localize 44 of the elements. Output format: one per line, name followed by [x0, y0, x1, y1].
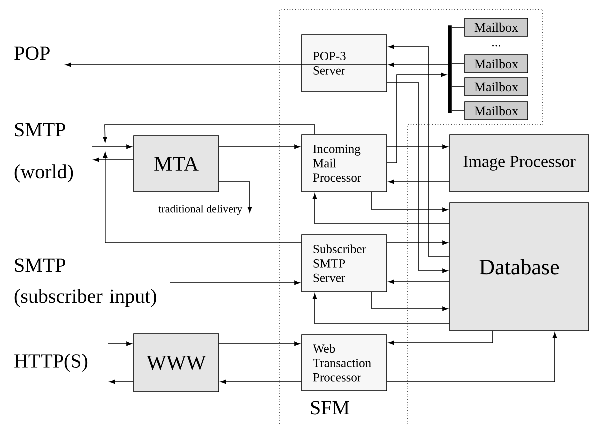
arrow — [312, 194, 450, 224]
arrow — [387, 72, 447, 164]
process-box: Web Transaction Processor — [302, 334, 388, 392]
database-box: Database — [450, 202, 590, 332]
arrow — [387, 240, 448, 246]
protocol-label: SMTP (world) — [14, 123, 74, 183]
arrow — [219, 144, 300, 150]
arrow — [387, 332, 558, 382]
arrow — [92, 144, 132, 150]
arrow — [372, 192, 448, 212]
arrow — [94, 158, 134, 162]
mailbox-box: Mailbox — [464, 54, 528, 74]
arrow — [110, 380, 134, 384]
arrow — [388, 180, 450, 184]
mailbox-box: Mailbox — [464, 78, 528, 96]
arrow — [387, 82, 448, 274]
arrow — [387, 144, 448, 150]
arrow — [220, 380, 302, 384]
protocol-label: POP — [14, 46, 50, 60]
arrow — [103, 152, 302, 244]
arrow — [66, 62, 388, 68]
arrow — [388, 62, 448, 68]
server-box: POP-3 Server — [302, 34, 388, 92]
arrow — [388, 44, 450, 258]
arrow — [219, 342, 300, 346]
protocol-label: SMTP (subscriber input) — [14, 258, 156, 308]
mailbox-box: Mailbox — [464, 18, 528, 37]
arrow — [103, 124, 316, 143]
process-box: Incoming Mail Processor — [302, 134, 388, 192]
arrow — [388, 331, 494, 346]
arrow — [372, 292, 448, 312]
arrow — [388, 280, 450, 284]
server-box: Subscriber SMTP Server — [302, 234, 388, 292]
arrow — [108, 342, 132, 346]
mailbox-box: Mailbox — [464, 102, 528, 120]
process-box: Image Processor — [450, 134, 590, 192]
protocol-label: HTTP(S) — [14, 354, 88, 372]
ellipsis: ... — [492, 45, 501, 47]
edge-label: traditional delivery — [158, 204, 244, 216]
arrow — [312, 294, 450, 324]
process-box: WWW — [134, 334, 220, 392]
process-box: MTA — [134, 136, 220, 192]
arrow — [170, 280, 300, 286]
arrow — [219, 182, 252, 213]
